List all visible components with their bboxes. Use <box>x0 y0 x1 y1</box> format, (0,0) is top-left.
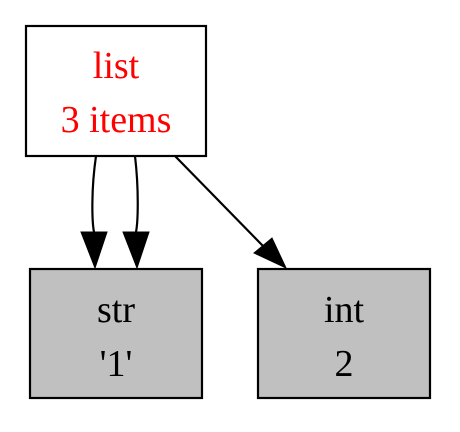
node-str: str '1' <box>28 267 204 400</box>
node-list-count: 3 items <box>61 99 172 141</box>
arrowhead-int <box>253 237 288 270</box>
edge-list-to-str-2 <box>133 155 139 233</box>
node-list: list 3 items <box>24 24 208 158</box>
edge-list-to-str-1 <box>91 155 98 233</box>
edge-list-to-int <box>174 155 264 247</box>
node-int-value: 2 <box>335 343 354 385</box>
arrowhead-str-1 <box>80 231 108 270</box>
node-str-value: '1' <box>100 343 133 385</box>
arrowhead-str-2 <box>122 231 150 270</box>
node-str-type: str <box>97 289 135 331</box>
node-str-box <box>28 267 204 400</box>
node-int: int 2 <box>256 267 432 400</box>
node-int-box <box>256 267 432 400</box>
node-list-box <box>24 24 208 158</box>
node-list-type: list <box>93 45 140 87</box>
node-int-type: int <box>324 289 365 331</box>
